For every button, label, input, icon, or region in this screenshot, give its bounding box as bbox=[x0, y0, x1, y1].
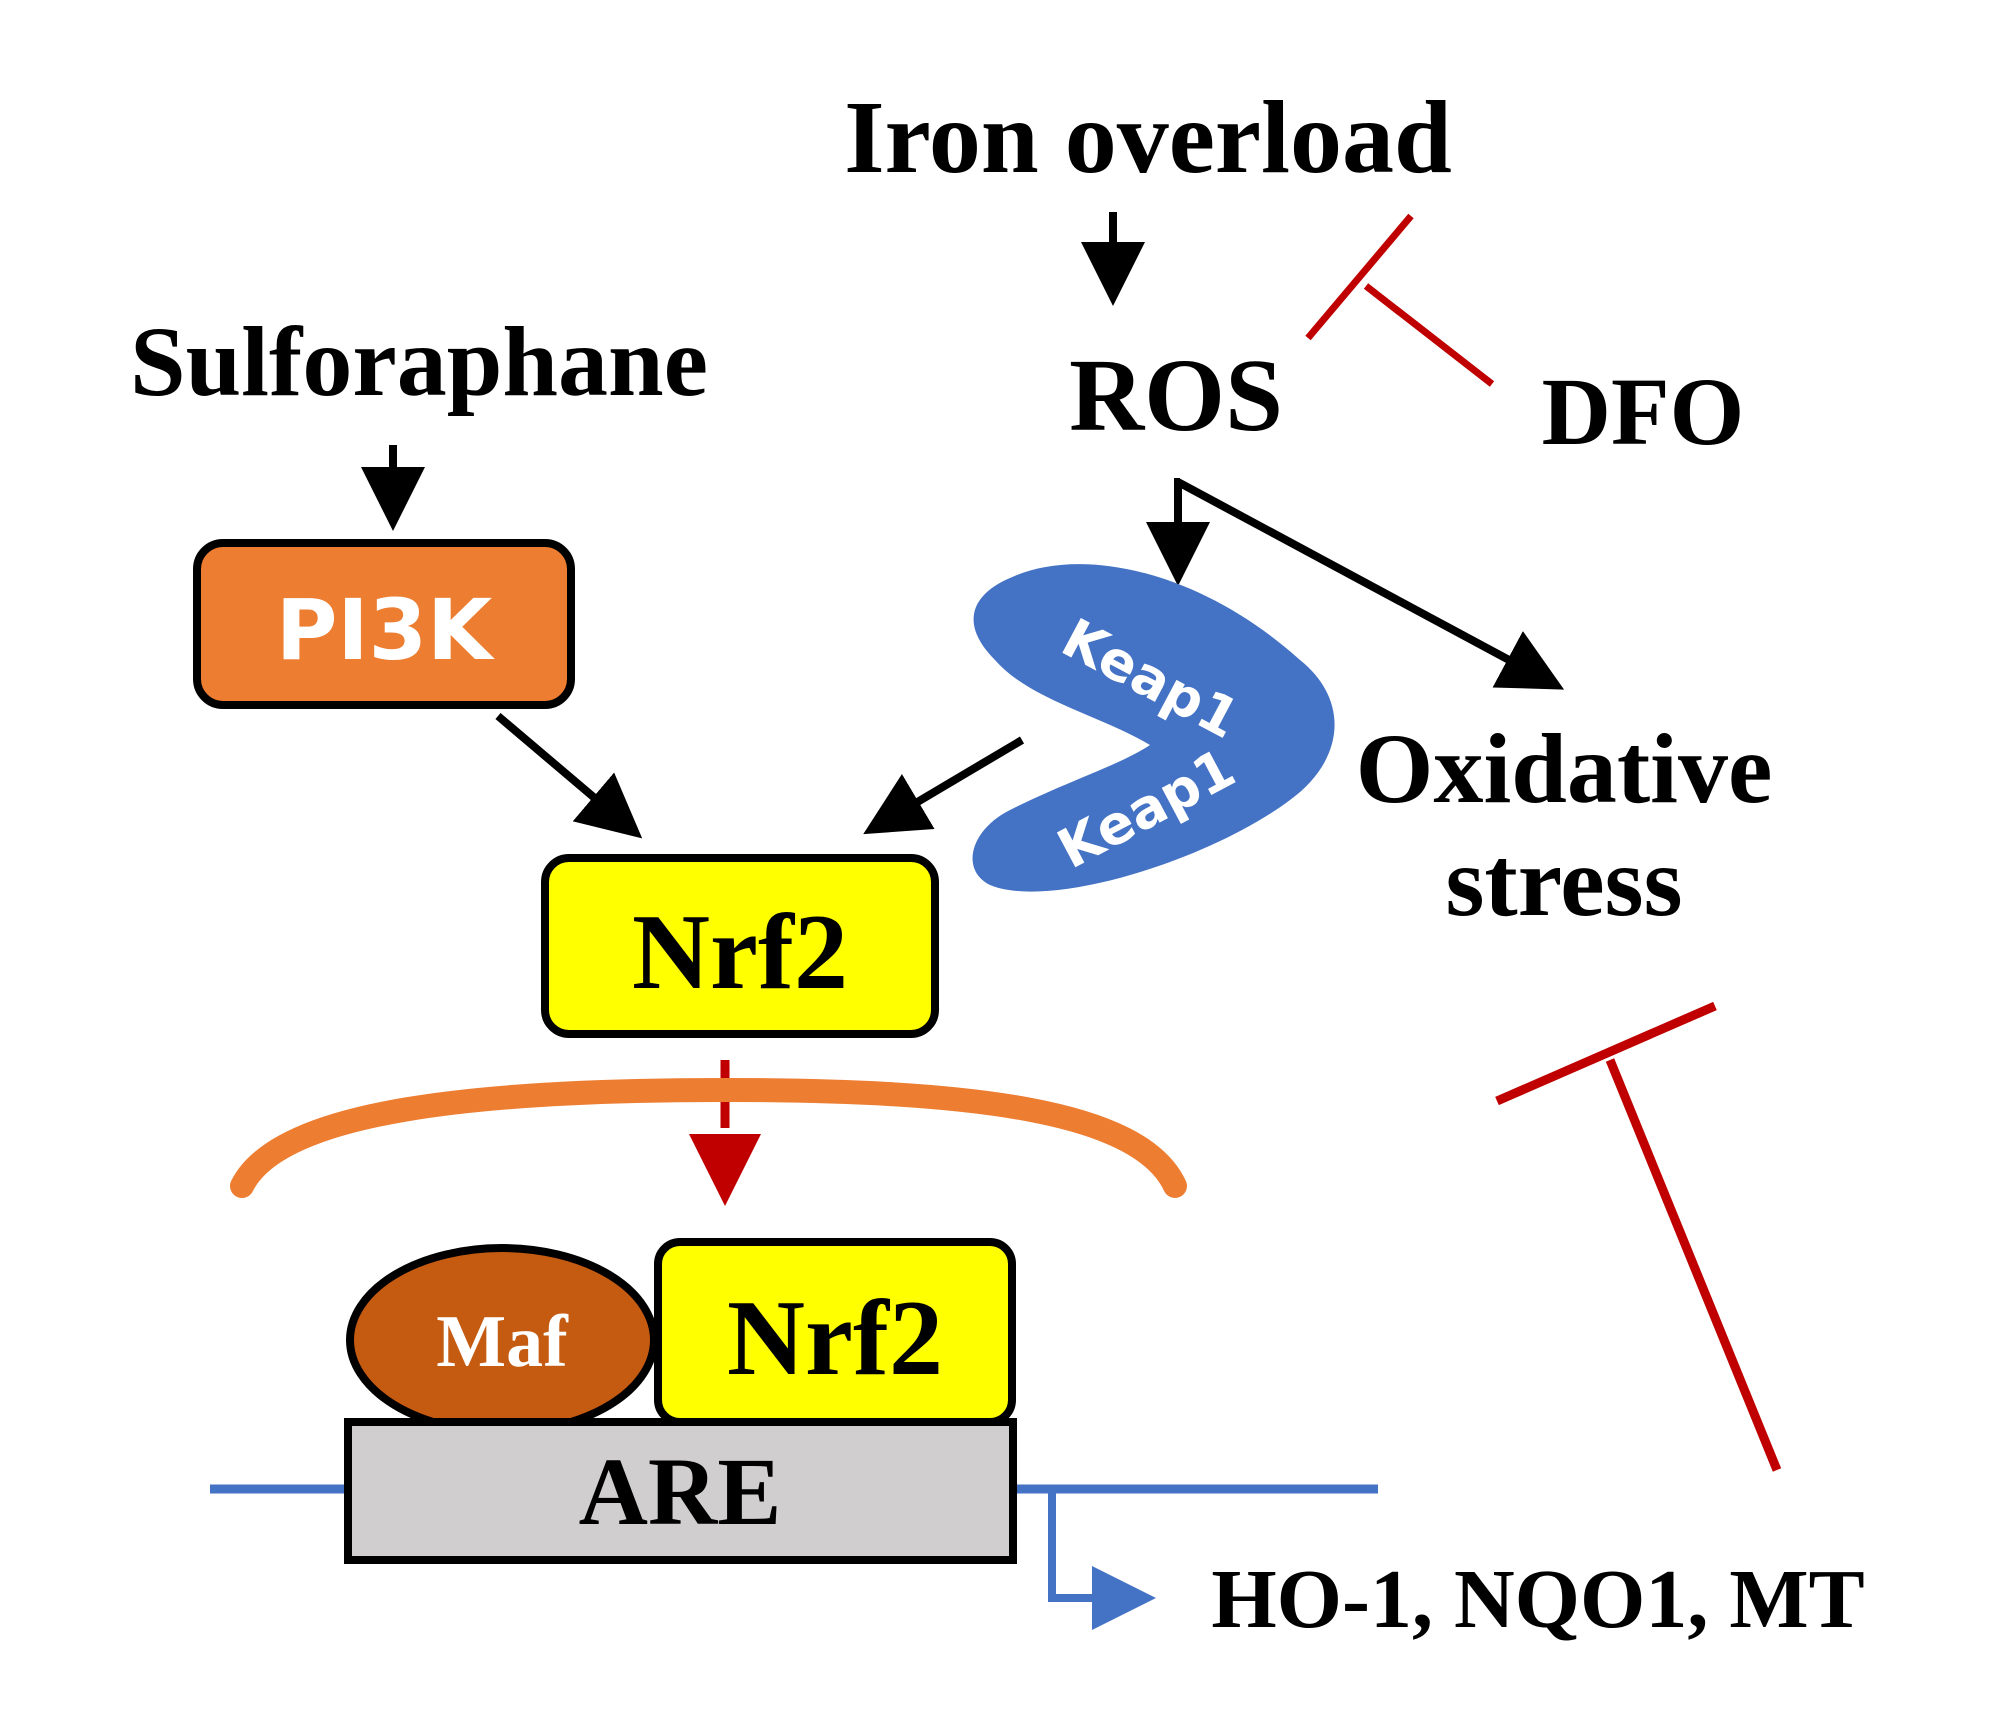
dfo-inhibition-bar bbox=[1305, 213, 1414, 341]
target-genes-label: HO-1, NQO1, MT bbox=[1211, 1553, 1864, 1646]
are-element bbox=[344, 1418, 1017, 1564]
ros-label: ROS bbox=[1069, 338, 1283, 453]
ros-to-oxidative-stress-arrow bbox=[1176, 478, 1565, 690]
transcription-arrow bbox=[1048, 1489, 1156, 1630]
oxidative-label: Oxidative bbox=[1356, 713, 1773, 824]
nrf2-cytoplasmic-box bbox=[541, 854, 939, 1038]
oxidative-stress-inhibition-bar bbox=[1495, 1001, 1717, 1106]
stress-label: stress bbox=[1445, 826, 1682, 937]
pi3k-box bbox=[193, 539, 575, 709]
pi3k-label: PI3K bbox=[276, 581, 495, 679]
nrf2-cytoplasmic-label: Nrf2 bbox=[632, 893, 848, 1012]
are-label: ARE bbox=[579, 1438, 782, 1545]
nuclear-membrane bbox=[230, 1077, 1187, 1198]
nrf2-nuclear-label: Nrf2 bbox=[727, 1279, 943, 1398]
oxidative-stress-inhibition-line bbox=[1605, 1058, 1782, 1472]
maf-label: Maf bbox=[436, 1301, 569, 1383]
iron-overload-label: Iron overload bbox=[844, 80, 1452, 195]
pi3k-to-nrf2-arrow bbox=[495, 712, 643, 839]
keap1-dimer-shape bbox=[972, 564, 1335, 892]
dfo-label: DFO bbox=[1542, 358, 1745, 465]
dfo-inhibition-line bbox=[1363, 283, 1495, 387]
ros-to-keap1-arrow bbox=[1146, 478, 1210, 586]
sulforaphane-label: Sulforaphane bbox=[130, 306, 708, 417]
keap1-to-nrf2-arrow bbox=[863, 736, 1025, 835]
